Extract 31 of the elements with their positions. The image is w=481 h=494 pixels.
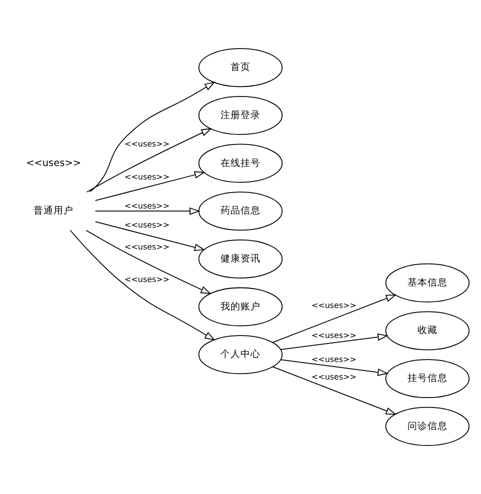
arrow: [86, 128, 212, 192]
arrow: [94, 207, 200, 215]
node-ellipse: 收藏: [385, 311, 470, 350]
node-ellipse: 首页: [198, 48, 283, 88]
node-ellipse: 健康资讯: [198, 239, 283, 278]
arrow: [90, 82, 216, 192]
edge-label: <<uses>>: [124, 140, 170, 149]
edge-label: <<uses>>: [311, 330, 356, 340]
node-text: 普通用户: [34, 206, 74, 217]
node-ellipse: 注册登录: [198, 96, 283, 135]
label: <<uses>>: [26, 158, 82, 169]
arrow: [94, 171, 206, 201]
arrow: [86, 230, 212, 294]
arrow: [94, 221, 206, 251]
node-ellipse: 药品信息: [198, 192, 283, 231]
edge-label: <<uses>>: [124, 172, 170, 182]
arrow: [280, 333, 388, 350]
node-ellipse: 在线挂号: [198, 144, 283, 183]
arrow: [70, 230, 216, 340]
node-ellipse: 个人中心: [198, 335, 283, 374]
edge-label: <<uses>>: [124, 220, 170, 230]
edge-label: <<uses>>: [311, 300, 356, 310]
edge-label: <<uses>>: [311, 354, 356, 364]
node-ellipse: 挂号信息: [385, 359, 470, 398]
arrow: [272, 294, 397, 343]
edge-label: <<uses>>: [124, 202, 170, 211]
arrow: [280, 359, 388, 376]
arrow: [272, 366, 397, 415]
edge-label: <<uses>>: [311, 372, 356, 382]
edge-label: <<uses>>: [124, 275, 170, 284]
edge-label: <<uses>>: [124, 242, 170, 252]
